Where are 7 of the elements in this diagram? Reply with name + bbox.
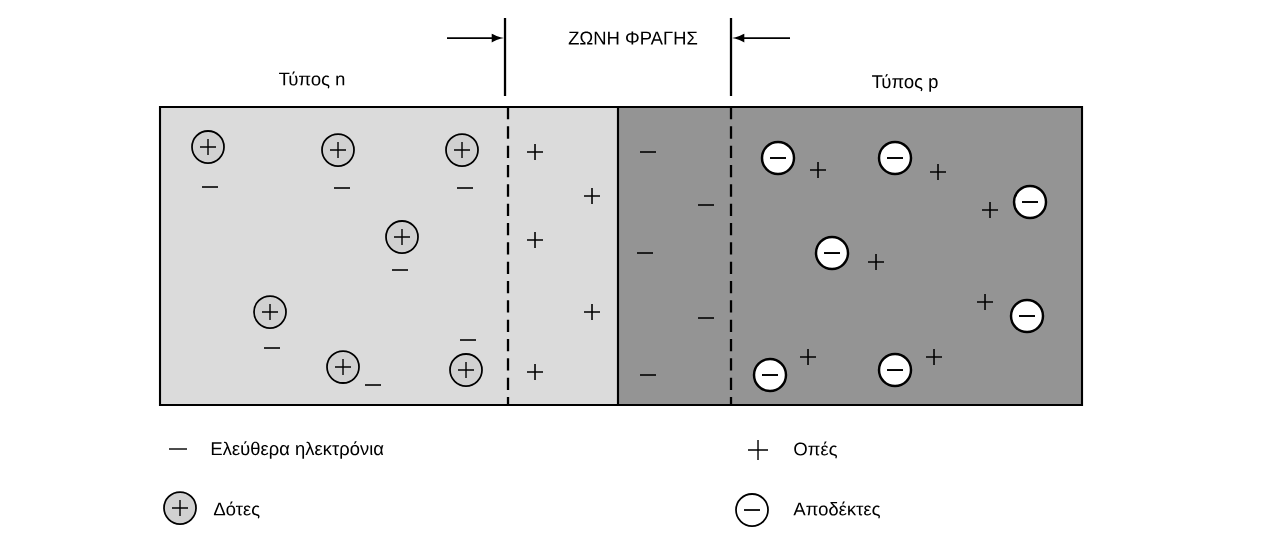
region-heading: Τύπος p	[872, 74, 938, 92]
legend-label: Αποδέκτες	[793, 501, 880, 519]
legend-label: Οπές	[794, 441, 837, 459]
zone-label: ΖΩΝΗ ΦΡΑΓΗΣ	[568, 31, 698, 45]
legend-label: Δότες	[213, 501, 260, 519]
legend-label: Ελεύθερα ηλεκτρόνια	[211, 441, 384, 459]
region-heading: Τύπος n	[279, 71, 345, 89]
